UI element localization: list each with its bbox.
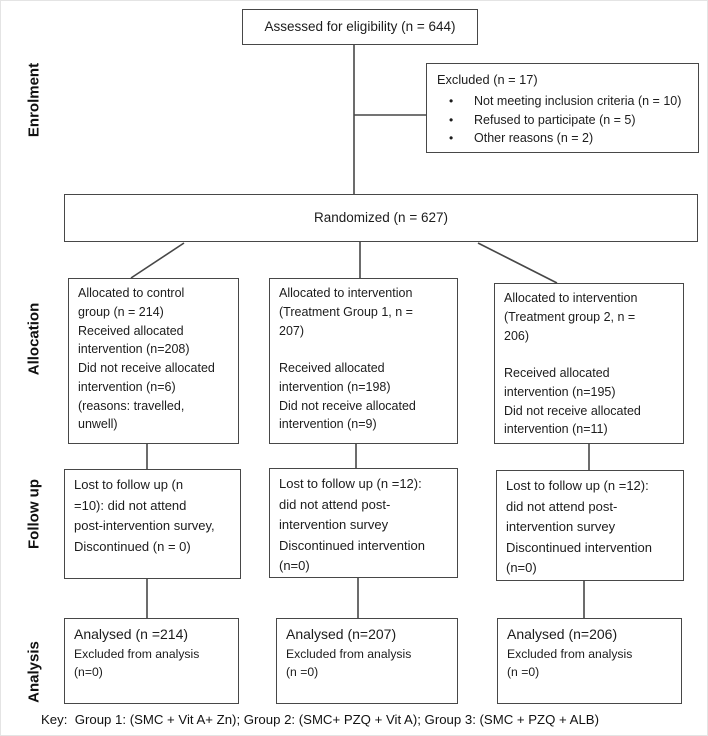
randomized-box: Randomized (n = 627) <box>64 194 698 242</box>
excluded-box: Excluded (n = 17) • Not meeting inclusio… <box>426 63 699 153</box>
followup-control-box: Lost to follow up (n =10): did not atten… <box>64 469 241 579</box>
excluded-title: Excluded (n = 17) <box>437 72 538 87</box>
randomized-text: Randomized (n = 627) <box>314 209 448 225</box>
allocation-group1-box: Allocated to intervention (Treatment Gro… <box>269 278 458 444</box>
excluded-bullet-row: • Not meeting inclusion criteria (n = 10… <box>437 92 688 111</box>
analysed-group2-box: Analysed (n=206) Excluded from analysis … <box>497 618 682 704</box>
bullet-icon: • <box>449 131 454 146</box>
analysed-title: Analysed (n=206) <box>507 626 618 642</box>
analysed-sub: Excluded from analysis (n=0) <box>74 647 200 680</box>
connector-randomized-group2 <box>477 242 558 284</box>
excluded-bullet-text: Not meeting inclusion criteria (n = 10) <box>474 93 682 108</box>
excluded-bullet-row: • Refused to participate (n = 5) <box>437 111 688 130</box>
analysed-control-box: Analysed (n =214) Excluded from analysis… <box>64 618 239 704</box>
figure-key: Key: Group 1: (SMC + Vit A+ Zn); Group 2… <box>41 712 599 727</box>
followup-group1-box: Lost to follow up (n =12): did not atten… <box>269 468 458 578</box>
analysed-title: Analysed (n =214) <box>74 626 189 642</box>
bullet-icon: • <box>449 112 454 127</box>
analysed-sub: Excluded from analysis (n =0) <box>286 647 412 680</box>
stage-label-analysis: Analysis <box>25 641 43 703</box>
excluded-bullet-text: Refused to participate (n = 5) <box>474 112 636 127</box>
stage-label-follow-up: Follow up <box>25 479 43 549</box>
analysed-sub: Excluded from analysis (n =0) <box>507 647 633 680</box>
followup-group2-box: Lost to follow up (n =12): did not atten… <box>496 470 684 581</box>
assessed-box: Assessed for eligibility (n = 644) <box>242 9 478 45</box>
excluded-bullet-text: Other reasons (n = 2) <box>474 131 594 146</box>
stage-label-allocation: Allocation <box>25 302 43 376</box>
excluded-bullet-row: • Other reasons (n = 2) <box>437 129 688 148</box>
analysed-title: Analysed (n=207) <box>286 626 397 642</box>
bullet-icon: • <box>449 93 454 108</box>
allocation-control-box: Allocated to control group (n = 214) Rec… <box>68 278 239 444</box>
allocation-group2-box: Allocated to intervention (Treatment gro… <box>494 283 684 444</box>
analysed-group1-box: Analysed (n=207) Excluded from analysis … <box>276 618 458 704</box>
stage-label-enrolment: Enrolment <box>25 62 43 138</box>
assessed-text: Assessed for eligibility (n = 644) <box>264 18 456 34</box>
connector-randomized-control <box>130 242 185 279</box>
